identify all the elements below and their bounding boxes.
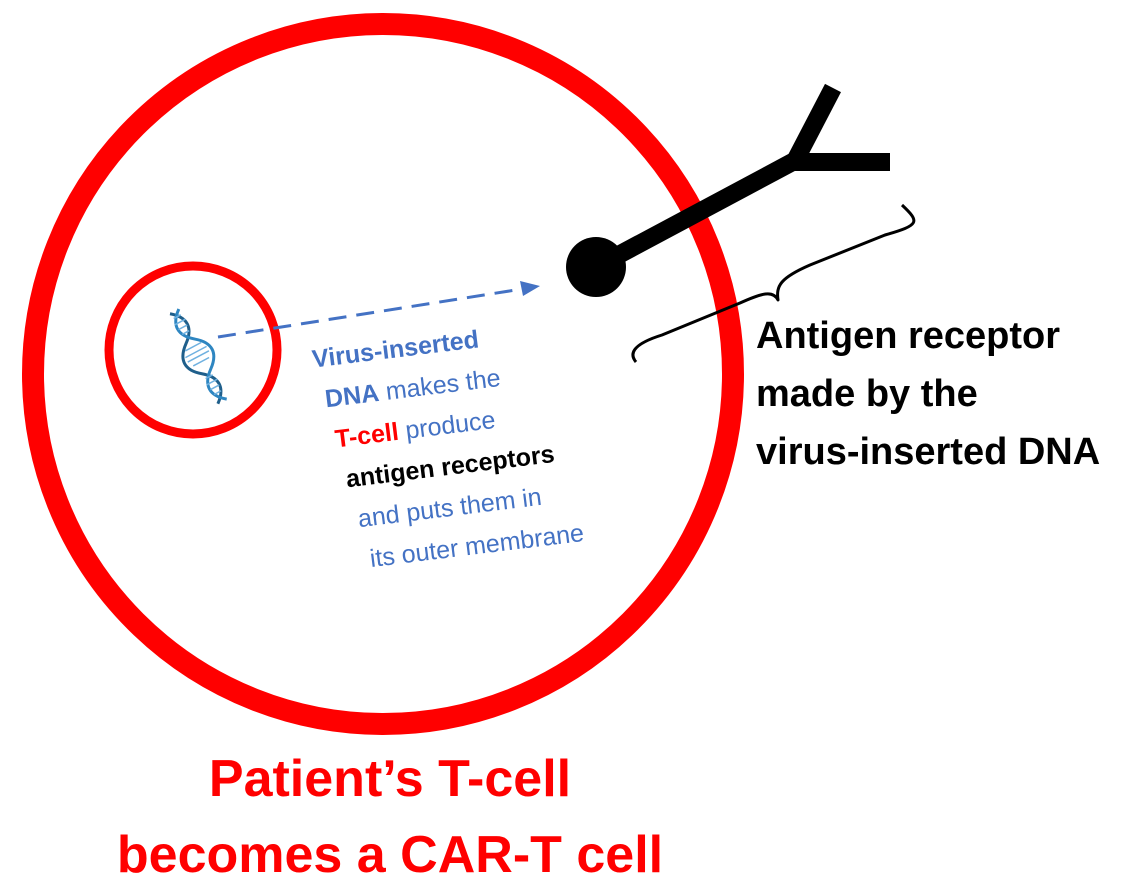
process-text-dna: DNA <box>323 379 380 413</box>
receptor-label-line2: made by the <box>756 373 978 415</box>
svg-text:virus-inserted DNA: virus-inserted DNA <box>756 431 1100 473</box>
caption-line2: becomes a CAR-T cell <box>117 826 663 884</box>
svg-text:made by the: made by the <box>756 373 978 415</box>
receptor-label-line3: virus-inserted DNA <box>756 431 1100 473</box>
receptor-brace <box>631 203 916 363</box>
svg-text:Virus-inserted: Virus-inserted <box>311 325 481 373</box>
receptor-anchor <box>566 237 626 297</box>
svg-text:DNA makes the: DNA makes the <box>323 364 502 413</box>
svg-text:becomes a CAR-T cell: becomes a CAR-T cell <box>117 826 663 884</box>
svg-text:T-cell produce: T-cell produce <box>333 406 496 453</box>
antigen-receptor-y-icon <box>566 83 890 297</box>
svg-text:Antigen receptor: Antigen receptor <box>756 315 1060 357</box>
svg-text:and puts them in: and puts them in <box>356 483 543 533</box>
process-text-line2: makes the <box>377 364 502 407</box>
process-text-line3: produce <box>397 406 497 446</box>
dashed-arrow <box>217 287 523 339</box>
nucleus <box>104 261 282 439</box>
process-text-t-cell: T-cell <box>333 418 400 454</box>
process-text-line1: Virus-inserted <box>311 325 481 373</box>
svg-text:Patient’s T-cell: Patient’s T-cell <box>209 750 571 808</box>
caption-line1: Patient’s T-cell <box>209 750 571 808</box>
dna-helix-icon <box>169 308 228 405</box>
arrow-head <box>520 281 540 296</box>
t-cell-membrane <box>22 13 744 735</box>
process-text-line5: and puts them in <box>356 483 543 533</box>
receptor-label-line1: Antigen receptor <box>756 315 1060 357</box>
